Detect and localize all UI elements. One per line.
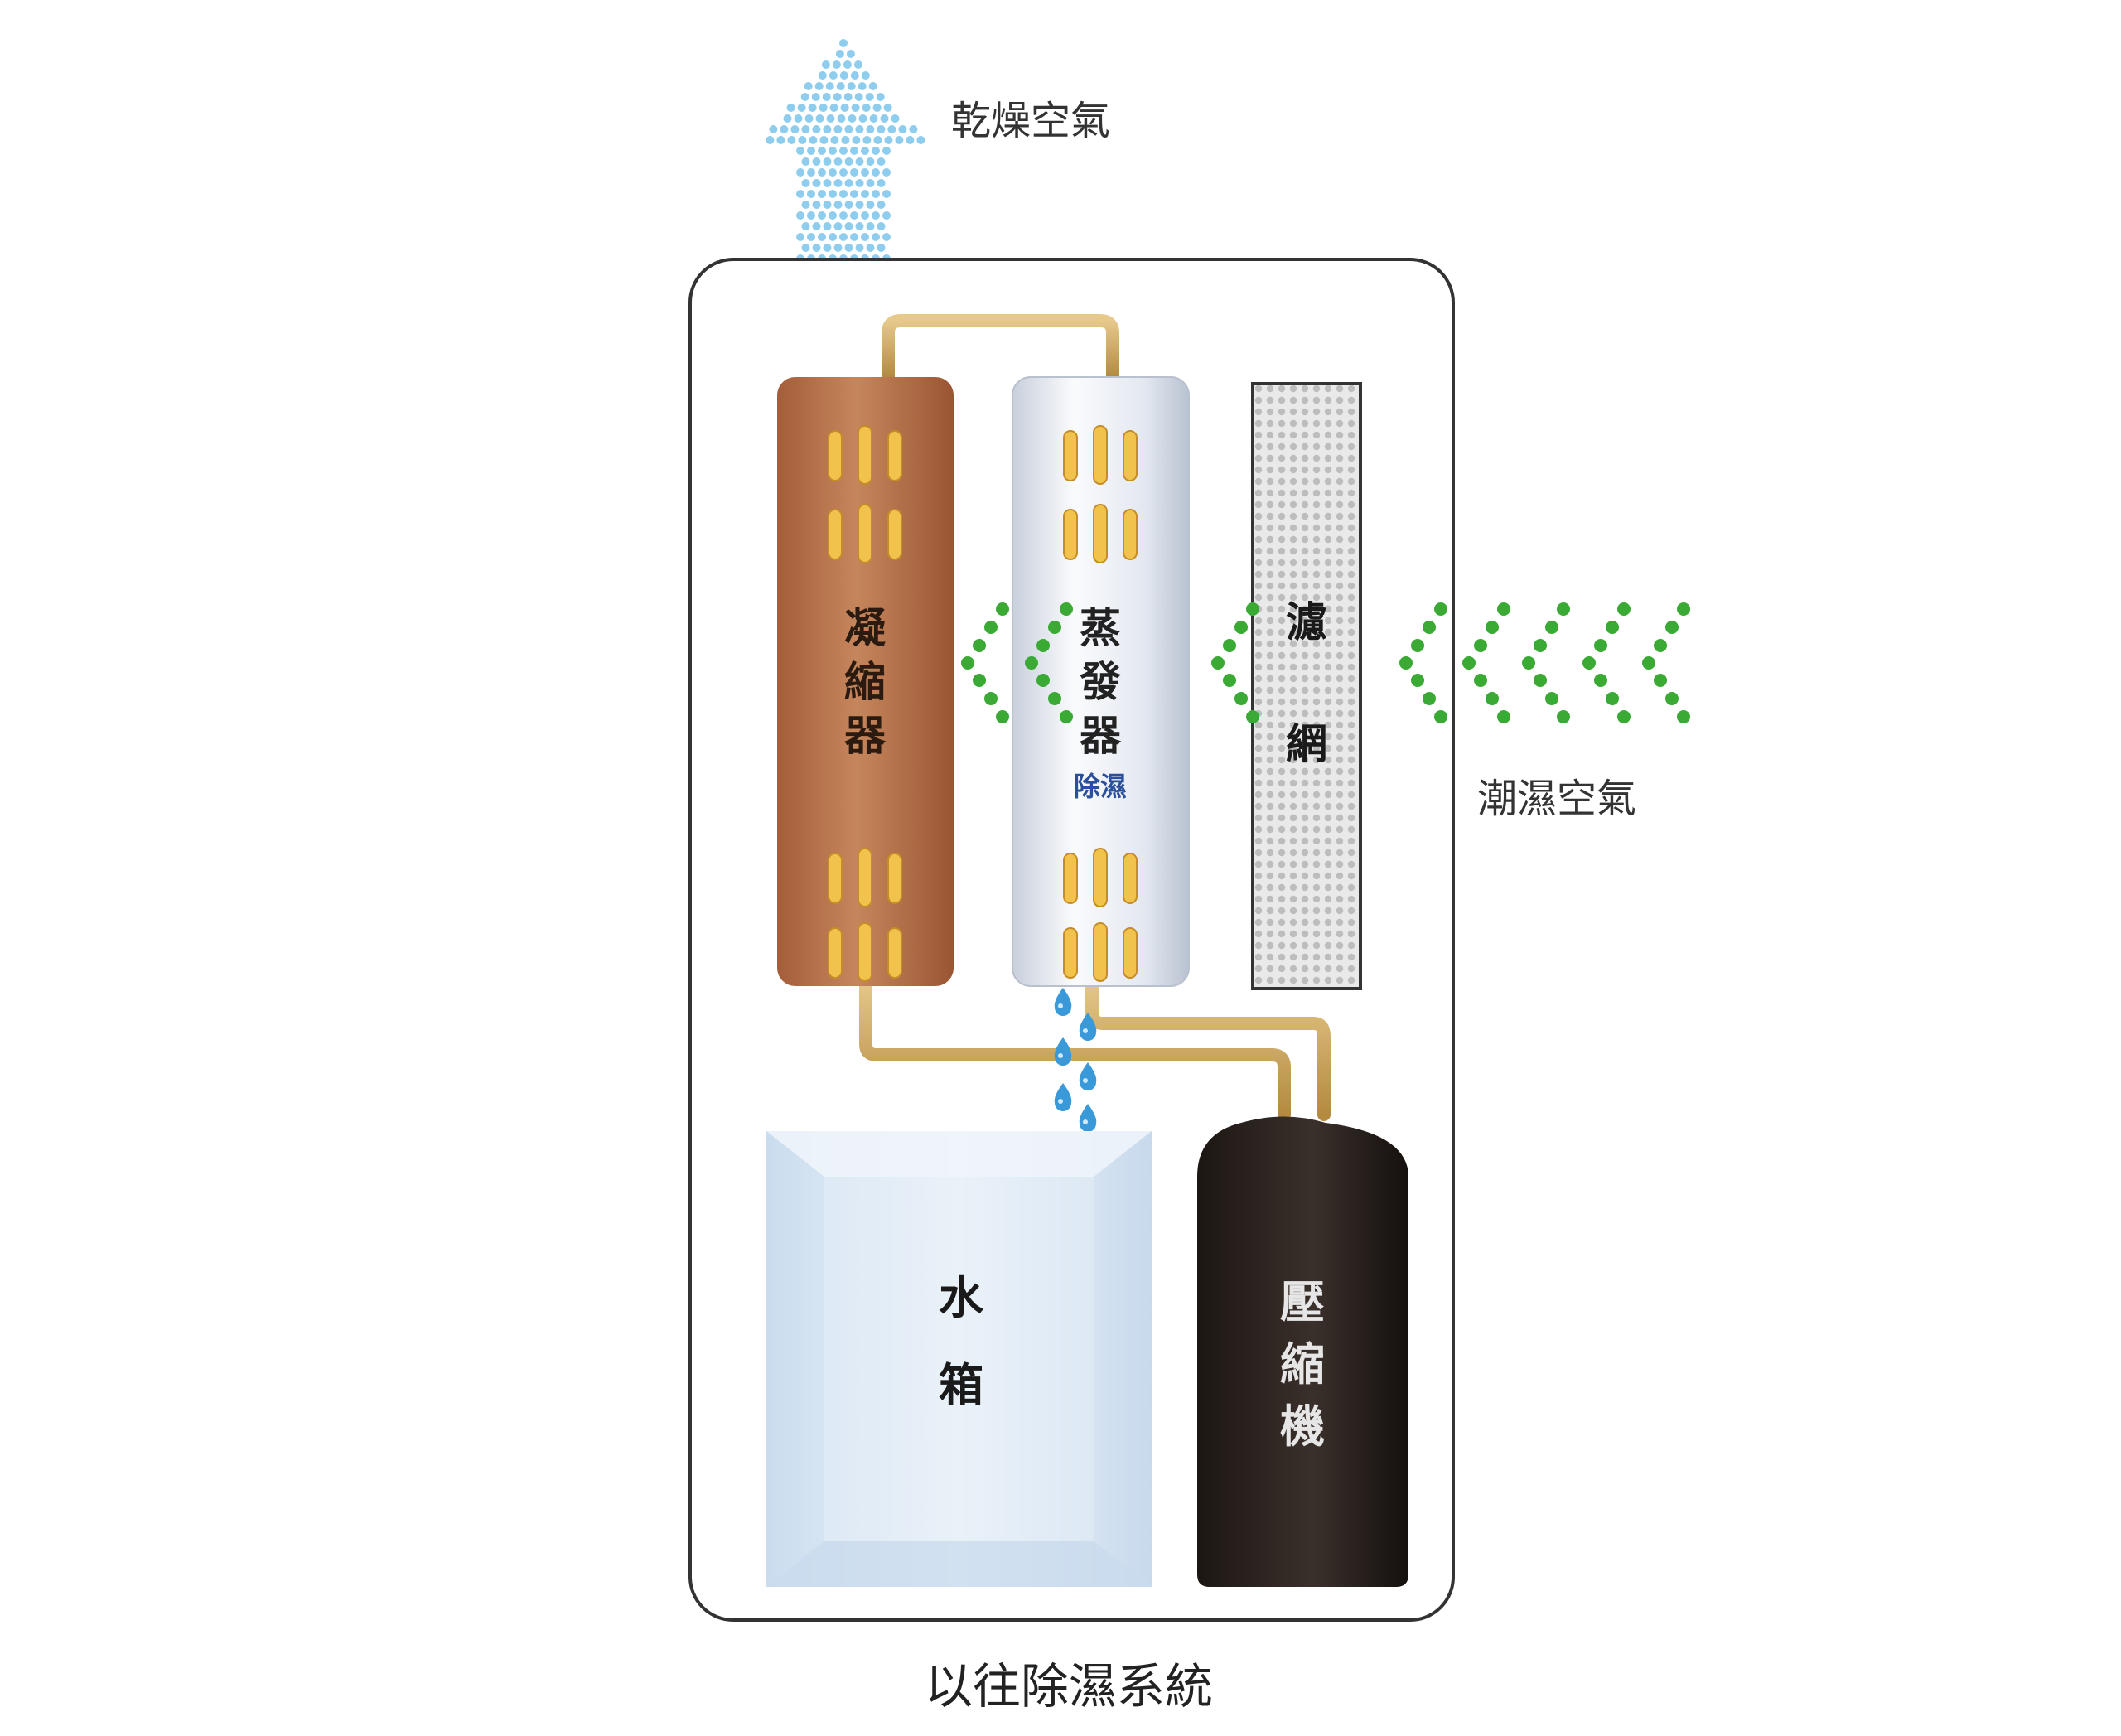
evaporator bbox=[1012, 376, 1190, 987]
svg-text:壓: 壓 bbox=[1280, 1276, 1325, 1328]
svg-text:箱: 箱 bbox=[939, 1359, 983, 1411]
svg-text:發: 發 bbox=[1079, 658, 1121, 706]
water-tank-label: 水 箱 bbox=[939, 1272, 984, 1411]
diagram-caption: 以往除濕系統 bbox=[925, 1658, 1213, 1714]
compressor bbox=[1197, 1116, 1408, 1587]
compressor-label: 壓 縮 機 bbox=[1280, 1276, 1325, 1453]
svg-text:凝: 凝 bbox=[844, 604, 886, 652]
svg-text:水: 水 bbox=[939, 1272, 984, 1324]
evaporator-slots bbox=[1063, 425, 1138, 982]
svg-text:縮: 縮 bbox=[1280, 1338, 1325, 1390]
water-drops bbox=[1054, 988, 1097, 1132]
humid-air-label: 潮濕空氣 bbox=[1477, 776, 1636, 822]
svg-text:蒸: 蒸 bbox=[1080, 604, 1121, 652]
svg-text:網: 網 bbox=[1286, 720, 1327, 768]
svg-text:器: 器 bbox=[844, 712, 887, 760]
refrigerant-pipes bbox=[859, 314, 1331, 1121]
svg-text:縮: 縮 bbox=[844, 658, 886, 706]
filter-label: 濾 網 bbox=[1286, 598, 1327, 768]
condenser-slots bbox=[828, 425, 902, 982]
dry-air-label: 乾燥空氣 bbox=[951, 98, 1110, 144]
svg-text:器: 器 bbox=[1080, 712, 1122, 760]
svg-text:機: 機 bbox=[1280, 1400, 1325, 1453]
condenser bbox=[777, 377, 954, 986]
svg-text:濾: 濾 bbox=[1286, 598, 1327, 646]
evaporator-label: 蒸 發 器 bbox=[1079, 604, 1122, 760]
water-tank bbox=[766, 1131, 1152, 1587]
evaporator-sub-label: 除濕 bbox=[1074, 771, 1127, 802]
condenser-label: 凝 縮 器 bbox=[844, 604, 887, 760]
filter-mesh bbox=[1251, 382, 1362, 990]
humid-air-flow bbox=[961, 602, 1690, 723]
